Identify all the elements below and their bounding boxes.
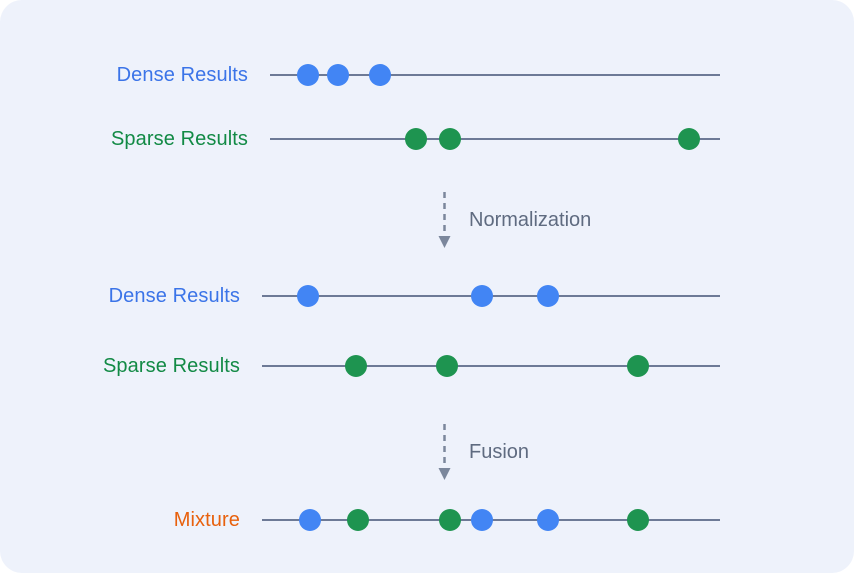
result-dot-dense	[296, 285, 319, 307]
row-label-sparse-results-top: Sparse Results	[110, 127, 248, 150]
result-dot-sparse	[436, 355, 459, 377]
axis-line-dense-results-top	[270, 64, 720, 86]
arrow-group-normalization: Normalization	[438, 192, 591, 248]
result-row-sparse-results-top: Sparse Results	[111, 119, 720, 159]
result-row-dense-results-top: Dense Results	[117, 55, 720, 95]
arrow-label-normalization: Normalization	[469, 208, 592, 231]
result-dot-sparse	[347, 509, 370, 531]
result-dot-dense	[537, 285, 560, 307]
result-dot-sparse	[677, 128, 700, 150]
axis-line-dense-results-normalized	[262, 285, 720, 307]
arrow-group-fusion: Fusion	[438, 424, 529, 480]
result-dot-dense	[297, 64, 320, 86]
axis-line-sparse-results-top	[270, 128, 720, 150]
row-label-dense-results-top: Dense Results	[116, 63, 248, 86]
row-label-dense-results-normalized: Dense Results	[108, 284, 240, 307]
result-dot-dense	[326, 64, 349, 86]
result-dot-sparse	[438, 509, 461, 531]
result-dot-dense	[299, 509, 322, 531]
row-label-mixture-results: Mixture	[173, 508, 240, 531]
result-dot-sparse	[627, 509, 650, 531]
dashed-arrow-icon	[438, 192, 451, 248]
arrow-label-fusion: Fusion	[469, 440, 530, 463]
result-dot-sparse	[344, 355, 367, 377]
dashed-arrow-icon	[438, 424, 451, 480]
result-row-mixture-results: Mixture	[174, 500, 720, 540]
axis-line-sparse-results-normalized	[262, 355, 720, 377]
result-dot-sparse	[439, 128, 461, 150]
result-dot-dense	[537, 509, 560, 531]
result-row-dense-results-normalized: Dense Results	[109, 276, 720, 316]
result-dot-dense	[470, 509, 493, 531]
result-dot-dense	[369, 64, 392, 86]
result-row-sparse-results-normalized: Sparse Results	[103, 346, 720, 386]
result-dot-sparse	[405, 128, 428, 150]
result-dot-sparse	[626, 355, 649, 377]
axis-line-mixture-results	[262, 509, 720, 531]
row-label-sparse-results-normalized: Sparse Results	[102, 354, 240, 377]
result-dot-dense	[470, 285, 493, 307]
